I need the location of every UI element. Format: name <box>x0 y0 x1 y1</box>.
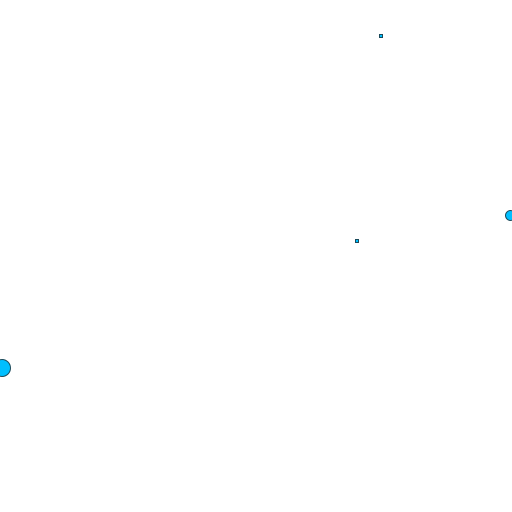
disc-icon-right-edge <box>505 210 512 221</box>
marker-icon-middle <box>355 239 359 243</box>
marker-icon-top <box>379 34 383 38</box>
disc-icon-left-edge <box>0 359 11 377</box>
